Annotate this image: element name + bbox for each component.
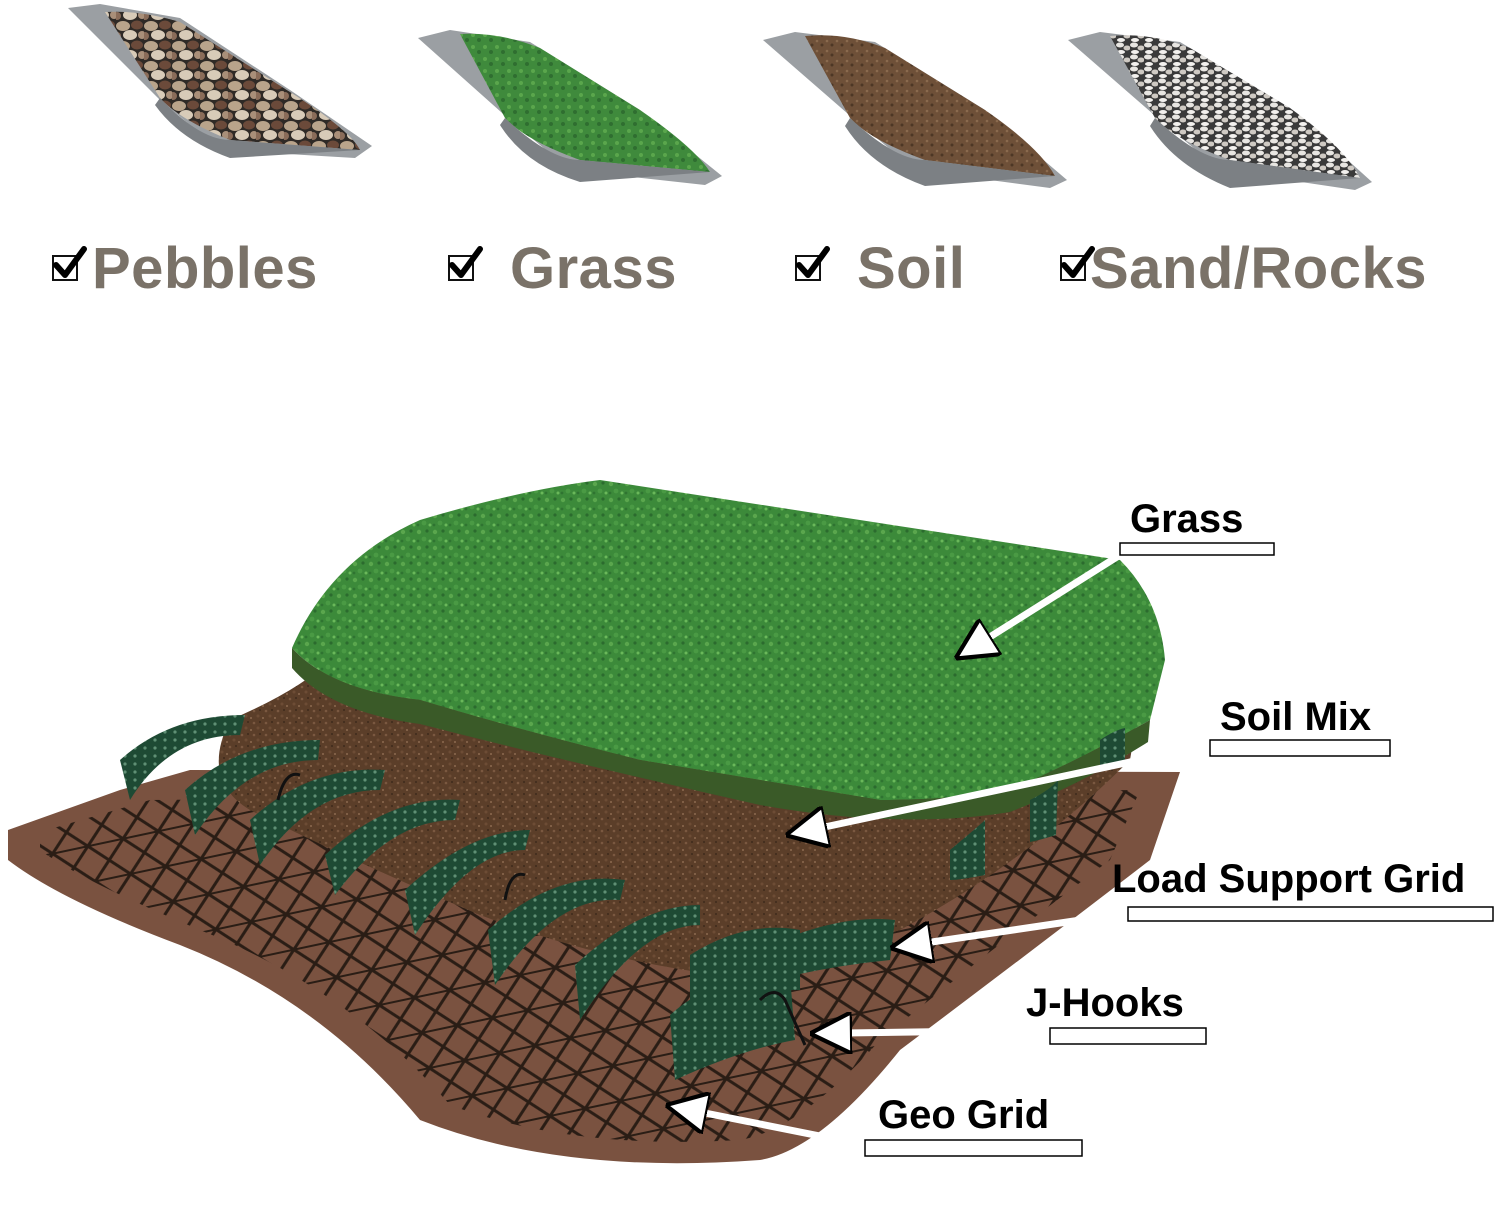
checkbox-checked-icon: [52, 246, 87, 281]
checkbox-checked-icon: [795, 246, 830, 281]
callout-arrows: [700, 552, 1211, 1149]
geocell-cross-section-diagram: Grass Soil Mix Load Support Grid J-Hooks…: [8, 480, 1494, 1164]
fill-option-soil: Soil: [795, 235, 966, 301]
callout-geo-grid: Geo Grid: [878, 1093, 1049, 1137]
pebbles-fill-tile: [60, 0, 390, 210]
fill-option-grass: Grass: [448, 235, 677, 301]
fill-option-label: Grass: [510, 235, 677, 301]
fill-option-label: Sand/Rocks: [1090, 235, 1427, 301]
callout-underlines: [864, 542, 1494, 1157]
soil-fill-tile: [755, 18, 1085, 228]
grass-fill-tile: [410, 20, 740, 230]
fill-option-sand-rocks: Sand/Rocks: [1060, 235, 1427, 301]
checkbox-checked-icon: [1060, 246, 1095, 281]
callout-load-support-grid: Load Support Grid: [1112, 857, 1465, 901]
fill-option-label: Soil: [857, 235, 966, 301]
grass-turf-layer: [292, 480, 1165, 820]
callout-grass: Grass: [1130, 497, 1243, 541]
fill-option-pebbles: Pebbles: [52, 235, 318, 301]
callout-soil-mix: Soil Mix: [1220, 695, 1371, 739]
load-support-grid-cells: [120, 715, 1125, 1080]
sand-rocks-fill-tile: [1060, 18, 1390, 228]
callout-j-hooks: J-Hooks: [1026, 981, 1184, 1025]
j-hook-anchors: [276, 772, 807, 1046]
fill-option-label: Pebbles: [92, 235, 318, 301]
checkbox-checked-icon: [448, 246, 483, 281]
